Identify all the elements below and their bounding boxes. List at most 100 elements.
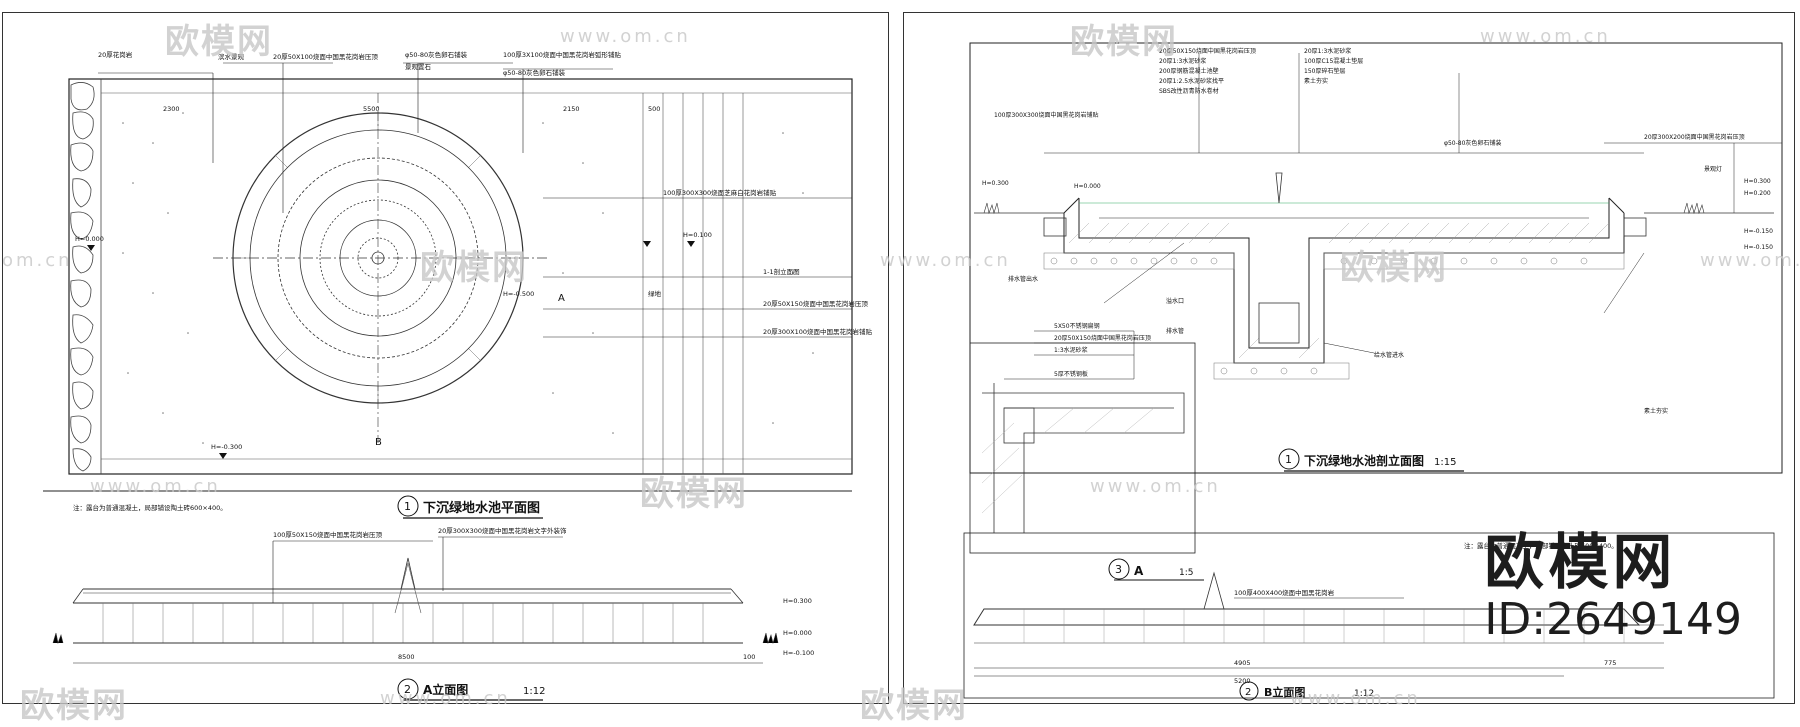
section-callout: 溢水口: [1166, 297, 1184, 305]
level-label: H=0.000: [1074, 183, 1101, 190]
section-callout: 200厚钢筋混凝土池壁: [1159, 67, 1218, 75]
section-callout: 20厚1:3水泥砂浆: [1304, 47, 1351, 55]
drawing-number: 2: [1245, 687, 1251, 698]
plan-callout: 20厚花岗岩: [98, 50, 133, 59]
level-label: H=0.100: [683, 231, 712, 239]
elevation-callout: 20厚300X300烧面中国黑花岗岩文字外装饰: [438, 526, 567, 535]
grass-texture: [122, 112, 814, 444]
level-label: H=0.200: [1744, 190, 1771, 197]
plan-note: 注：露台为普通混凝土，局部铺设陶土砖600×400。: [73, 503, 227, 512]
elevation-scale: 1:12: [1354, 689, 1374, 699]
section-mark: B: [375, 437, 382, 448]
stone-edge-strip: [70, 79, 102, 474]
level-label: H=0.000: [783, 629, 812, 637]
plan-frame: [68, 78, 853, 475]
level-markers: [87, 241, 695, 459]
elevation-callout: 100厚50X150烧面中国黑花岗岩压顶: [273, 530, 383, 539]
section-ground: [974, 202, 1774, 215]
drain-left: [1043, 217, 1067, 237]
section-callout: 100厚C15混凝土垫层: [1304, 57, 1363, 65]
pump: [1258, 302, 1300, 344]
section-leaders: [1044, 53, 1782, 354]
plan-dimension: 500: [648, 105, 660, 113]
section-callout: 20厚300X200烧面中国黑花岗岩压顶: [1644, 133, 1745, 141]
level-label: H=0.300: [1744, 178, 1771, 185]
elevation-dimension: 100: [743, 653, 755, 661]
level-label: H=0.000: [75, 235, 104, 243]
section-callout: 20厚1:2.5水泥砂浆找平: [1159, 77, 1224, 85]
right-sheet-drawing: 20厚50X150烧面中国黑花岗岩压顶 20厚1:3水泥砂浆 200厚钢筋混凝土…: [963, 42, 1783, 701]
section-frame: [969, 42, 1783, 474]
detail-a-drawing: [982, 383, 1185, 533]
drawing-number: 1: [404, 500, 411, 513]
plan-callout: φ50-80灰色卵石铺装: [503, 68, 566, 77]
detail-callout: 5X50不锈钢扁钢: [1054, 322, 1100, 330]
section-callout: 150厚碎石垫层: [1304, 67, 1345, 75]
level-label: H=-0.500: [503, 290, 534, 298]
plan-dimension: 5500: [363, 105, 380, 113]
plan-callout: 1-1剖立面图: [763, 267, 800, 276]
plan-callout: 滨水景观: [218, 52, 245, 61]
section-callout: 20厚50X150烧面中国黑花岗岩压顶: [1159, 47, 1256, 55]
elevation-callout: 100厚400X400烧面中国黑花岗岩: [1234, 588, 1335, 597]
level-label: H=0.300: [982, 180, 1009, 187]
section-scale: 1:15: [1434, 457, 1456, 468]
section-callout: 100厚300X300烧面中国黑花岗岩铺贴: [994, 111, 1098, 119]
left-sheet-drawing: 20厚花岗岩 滨水景观 20厚50X100烧面中国黑花岗岩压顶 φ50-80灰色…: [43, 50, 873, 701]
section-callout: φ50-80灰色卵石铺装: [1444, 139, 1501, 147]
section-mark: A: [558, 293, 565, 304]
sculpture: [1203, 571, 1225, 610]
leader-lines: [98, 62, 852, 338]
level-label: H=-0.150: [1744, 228, 1773, 235]
plan-dimension: 2150: [563, 105, 580, 113]
paving-stripes: [101, 92, 852, 474]
section-callout: 排水管出水: [1008, 275, 1038, 283]
elevation-dimension: 4905: [1234, 659, 1251, 667]
concrete-hatch: [1068, 222, 1610, 359]
gravel-base: [1043, 252, 1625, 380]
plan-title: 下沉绿地水池平面图: [423, 500, 540, 516]
section-callout: 素土夯实: [1644, 407, 1668, 415]
drain-right: [1623, 217, 1647, 237]
brand-id: ID:2649149: [1484, 594, 1742, 645]
elevation-title: B立面图: [1264, 685, 1305, 699]
elevation-b-frame: [963, 532, 1775, 699]
detail-callout: 1:3水泥砂浆: [1054, 346, 1088, 354]
drawing-number: 2: [404, 683, 411, 696]
area-label: 绿地: [648, 289, 662, 298]
detail-scale: 1:5: [1179, 568, 1193, 578]
drawing-number-circle: [397, 495, 419, 517]
fountain-jet: [1275, 172, 1283, 204]
plan-dimension: 2300: [163, 105, 180, 113]
plan-callout: 100厚300X300烧面芝麻白花岗岩铺贴: [663, 188, 777, 197]
elevation-a-hatch: [73, 603, 743, 644]
plan-callout: 20厚50X100烧面中国黑花岗岩压顶: [273, 52, 378, 61]
left-drawing-sheet: 20厚花岗岩 滨水景观 20厚50X100烧面中国黑花岗岩压顶 φ50-80灰色…: [2, 12, 889, 704]
detail-callout: 5厚不锈钢板: [1054, 370, 1088, 378]
detail-callout: 20厚50X150烧面中国黑花岗岩压顶: [1054, 334, 1151, 342]
section-callout: 素土夯实: [1304, 77, 1328, 85]
sculpture: [400, 557, 416, 590]
brand-mark: 欧模网 ID:2649149: [1484, 530, 1742, 644]
brand-name: 欧模网: [1484, 528, 1677, 598]
elevation-note: 注：露台为普通混凝土，局部铺设陶土砖600×400。: [1464, 541, 1618, 550]
section-callout: 给水管进水: [1374, 351, 1404, 359]
level-label: H=-0.100: [783, 649, 814, 657]
plan-callout: 20厚300X100烧面中国黑花岗岩铺贴: [763, 327, 873, 336]
right-drawing-sheet: 20厚50X150烧面中国黑花岗岩压顶 20厚1:3水泥砂浆 200厚钢筋混凝土…: [903, 12, 1795, 704]
section-callout: 20厚1:3水泥砂浆: [1159, 57, 1206, 65]
plan-callout: 100厚3X100烧面中国黑花岗岩弧形铺贴: [503, 50, 621, 59]
elevation-a: [72, 588, 744, 604]
grass-tufts: [52, 632, 779, 645]
drawing-number: 1: [1285, 453, 1292, 466]
plan-callout: 20厚50X150烧面中国黑花岗岩压顶: [763, 299, 868, 308]
elevation-dimension: 775: [1604, 659, 1616, 667]
elevation-title: A立面图: [423, 682, 468, 697]
level-label: H=-0.300: [211, 443, 242, 451]
elevation-scale: 1:12: [523, 686, 545, 697]
level-label: H=-0.150: [1744, 244, 1773, 251]
level-label: H=0.300: [783, 597, 812, 605]
section-callout: 排水管: [1166, 327, 1184, 335]
drawing-number: 3: [1115, 563, 1122, 576]
plan-callout: 景观置石: [405, 63, 432, 71]
